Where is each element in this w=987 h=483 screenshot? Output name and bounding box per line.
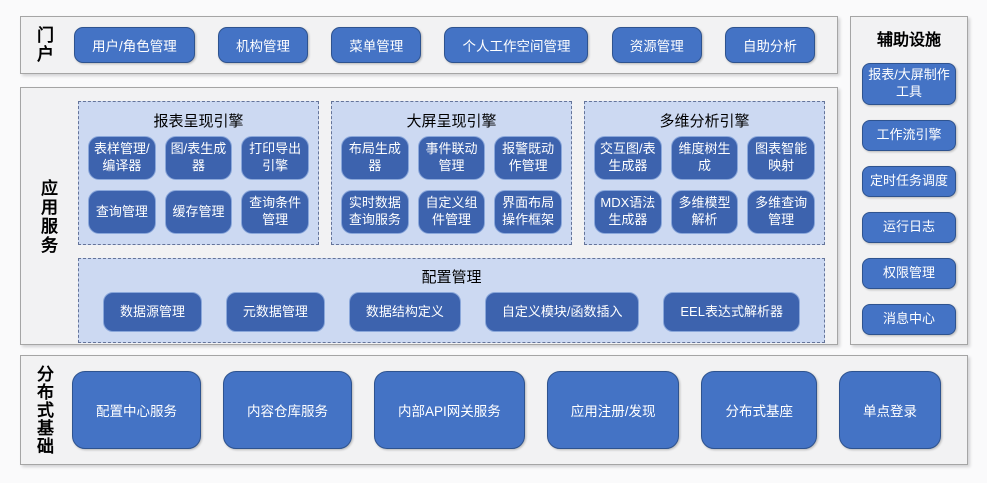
portal-node-self-analysis: 自助分析 [724,27,815,63]
dist-node-sso: 单点登录 [838,371,941,449]
aux-node-report-bigscreen-tool: 报表/大屏制作工具 [862,63,956,105]
dist-node-api-gateway: 内部API网关服务 [373,371,525,449]
engine-node: 维度树生成 [670,136,739,180]
portal-node-resource-mgmt: 资源管理 [611,27,702,63]
config-mgmt-title: 配置管理 [421,269,482,286]
engine-node: 打印导出引擎 [241,136,309,180]
app-services-section: 应用服务 报表呈现引擎 表样管理/编译器 图/表生成器 打印导出引擎 查询管理 … [20,87,838,345]
dist-node-content-repo: 内容仓库服务 [222,371,352,449]
config-node: 数据结构定义 [348,292,461,332]
config-node: 自定义模块/函数插入 [484,292,640,332]
report-engine-group: 报表呈现引擎 表样管理/编译器 图/表生成器 打印导出引擎 查询管理 缓存管理 … [78,101,319,245]
config-node: 元数据管理 [225,292,325,332]
engine-node: 查询管理 [88,190,156,234]
config-node: 数据源管理 [102,292,202,332]
portal-node-workspace-mgmt: 个人工作空间管理 [444,27,589,63]
app-services-content: 报表呈现引擎 表样管理/编译器 图/表生成器 打印导出引擎 查询管理 缓存管理 … [78,101,825,343]
config-node: EEL表达式解析器 [663,292,800,332]
portal-node-menu-mgmt: 菜单管理 [331,27,422,63]
bigscreen-engine-title: 大屏呈现引擎 [406,113,497,130]
bigscreen-engine-grid: 布局生成器 事件联动管理 报警既动作管理 实时数据查询服务 自定义组件管理 界面… [341,136,562,234]
report-engine-title: 报表呈现引擎 [153,113,244,130]
bigscreen-engine-group: 大屏呈现引擎 布局生成器 事件联动管理 报警既动作管理 实时数据查询服务 自定义… [331,101,572,245]
auxiliary-section: 辅助设施 报表/大屏制作工具 工作流引擎 定时任务调度 运行日志 权限管理 消息… [850,16,968,345]
aux-node-message-center: 消息中心 [862,303,956,335]
engine-node: 表样管理/编译器 [88,136,156,180]
engine-node: 多维模型解析 [670,190,739,234]
app-services-section-label: 应用服务 [38,178,57,255]
portal-button-row: 用户/角色管理 机构管理 菜单管理 个人工作空间管理 资源管理 自助分析 [74,27,815,63]
aux-node-workflow-engine: 工作流引擎 [862,119,956,151]
config-mgmt-group: 配置管理 数据源管理 元数据管理 数据结构定义 自定义模块/函数插入 EEL表达… [78,258,825,343]
aux-node-run-logs: 运行日志 [862,211,956,243]
dist-node-distributed-base: 分布式基座 [701,371,817,449]
engine-node: 事件联动管理 [417,136,486,180]
portal-section: 门户 用户/角色管理 机构管理 菜单管理 个人工作空间管理 资源管理 自助分析 [20,16,838,74]
portal-section-label: 门户 [34,26,53,64]
engine-node: 界面布局操作框架 [494,190,562,234]
engine-node: 图/表生成器 [164,136,233,180]
engine-node: 缓存管理 [164,190,233,234]
distributed-button-row: 配置中心服务 内容仓库服务 内部API网关服务 应用注册/发现 分布式基座 单点… [72,371,941,449]
engine-node: 交互图/表生成器 [594,136,662,180]
config-mgmt-row: 数据源管理 元数据管理 数据结构定义 自定义模块/函数插入 EEL表达式解析器 [91,292,812,332]
engine-node: 查询条件管理 [241,190,309,234]
dist-node-app-registry: 应用注册/发现 [546,371,680,449]
olap-engine-title: 多维分析引擎 [659,113,750,130]
aux-node-permission-mgmt: 权限管理 [862,257,956,289]
distributed-section-label: 分布式基础 [34,365,53,455]
olap-engine-group: 多维分析引擎 交互图/表生成器 维度树生成 图表智能映射 MDX语法生成器 多维… [584,101,825,245]
engine-node: 多维查询管理 [747,190,815,234]
aux-node-task-scheduler: 定时任务调度 [862,165,956,197]
olap-engine-grid: 交互图/表生成器 维度树生成 图表智能映射 MDX语法生成器 多维模型解析 多维… [594,136,815,234]
engine-node: 布局生成器 [341,136,409,180]
engine-node: 自定义组件管理 [417,190,486,234]
dist-node-config-center: 配置中心服务 [72,371,201,449]
distributed-section: 分布式基础 配置中心服务 内容仓库服务 内部API网关服务 应用注册/发现 分布… [20,355,968,465]
engine-node: 报警既动作管理 [494,136,562,180]
engine-node: 实时数据查询服务 [341,190,409,234]
portal-node-org-mgmt: 机构管理 [218,27,308,63]
engine-node: MDX语法生成器 [594,190,662,234]
portal-node-user-role-mgmt: 用户/角色管理 [74,27,195,63]
engine-node: 图表智能映射 [747,136,815,180]
auxiliary-section-label: 辅助设施 [876,32,941,49]
report-engine-grid: 表样管理/编译器 图/表生成器 打印导出引擎 查询管理 缓存管理 查询条件管理 [88,136,309,234]
engine-row: 报表呈现引擎 表样管理/编译器 图/表生成器 打印导出引擎 查询管理 缓存管理 … [78,101,825,245]
